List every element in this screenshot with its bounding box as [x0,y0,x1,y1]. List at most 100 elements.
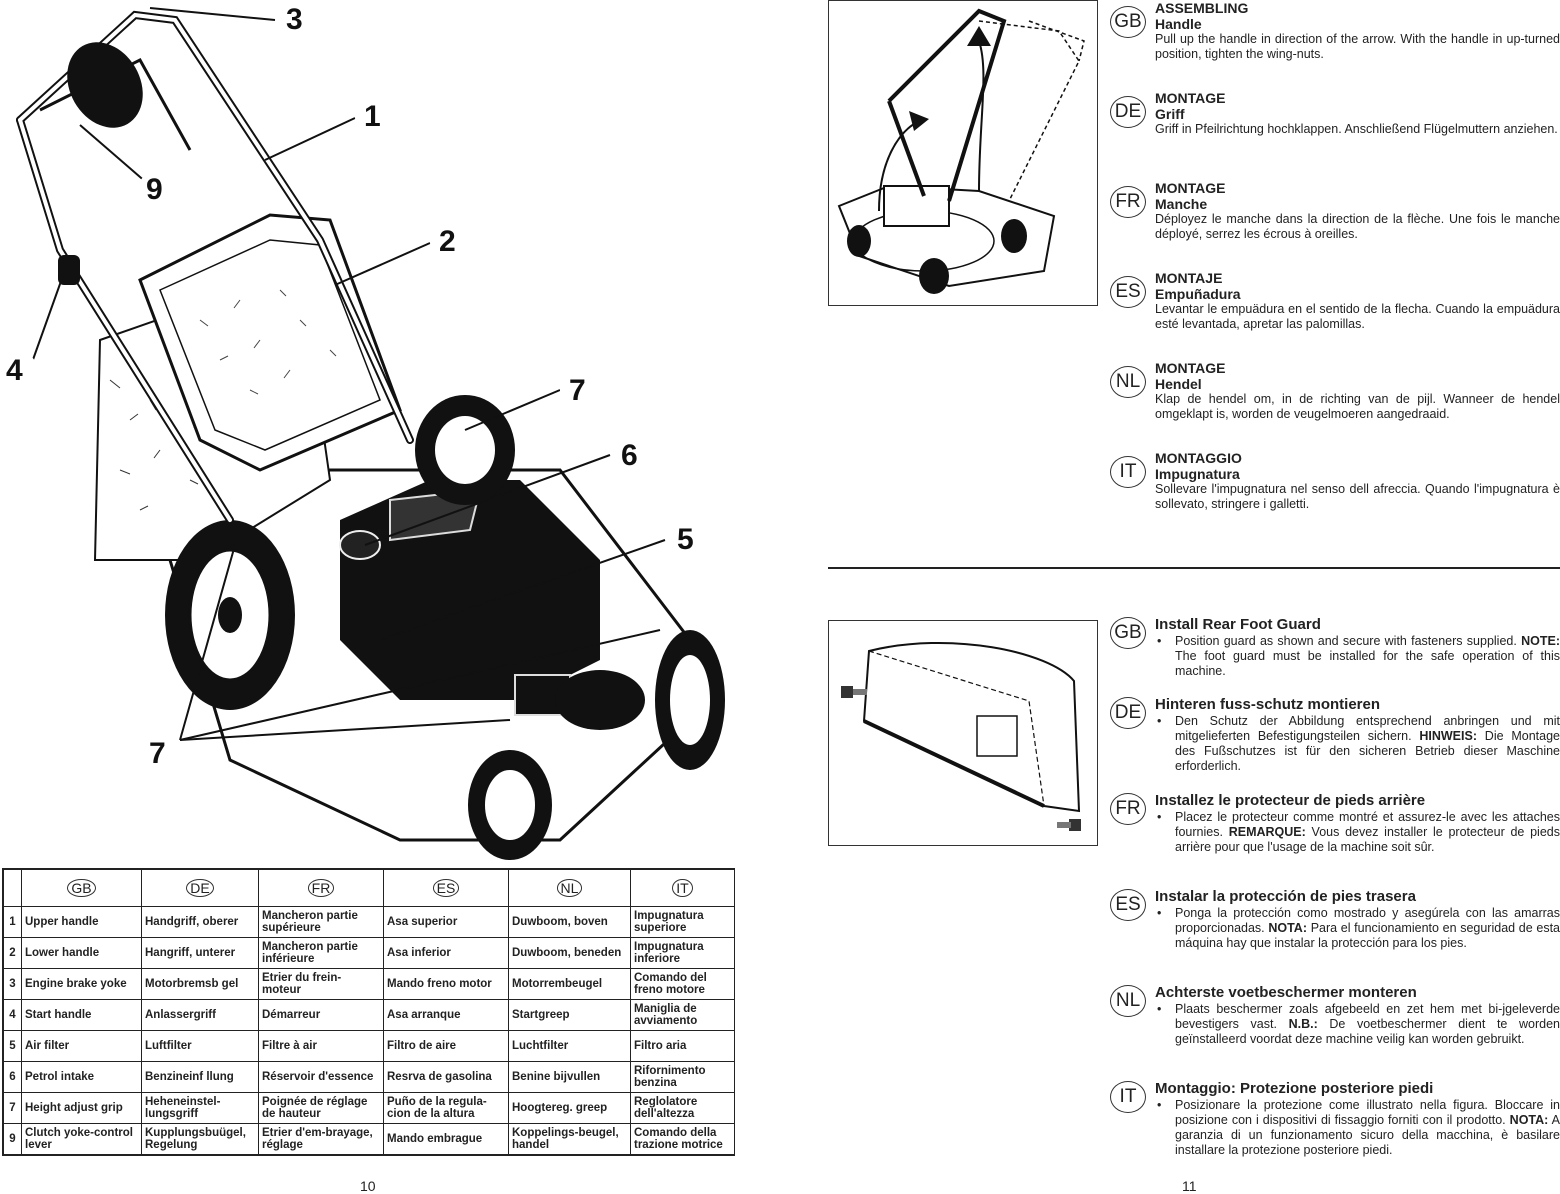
lang-badge: ES [1110,276,1146,308]
callout-4: 4 [6,354,23,387]
table-cell: Comando del freno motore [630,968,735,1000]
foot-guard-drawing [841,641,1081,831]
bolt-left [841,686,867,698]
table-cell: Anlassergriff [141,999,259,1031]
callout-7-bottom: 7 [149,737,166,770]
lang-badge: GB [67,879,96,897]
note-text: Vous devez installer le protecteur de pi… [1175,825,1560,854]
note-label: NOTA: [1268,921,1307,935]
note-text: De voetbeschermer dient te worden geïnst… [1175,1017,1560,1046]
table-cell: Upper handle [21,906,142,938]
instruction-text: Pull up the handle in direction of the a… [1155,32,1560,61]
note-label: NOTE: [1521,634,1560,648]
table-cell: Height adjust grip [21,1092,142,1124]
table-cell: Etrier d'em-brayage, réglage [258,1123,384,1155]
instruction-text: Posizionare la protezione come illustrat… [1175,1098,1560,1127]
section-subheading: Handle [1155,16,1202,32]
table-cell: Air filter [21,1030,142,1062]
table-cell: Filtro de aire [383,1030,509,1062]
handle-assembly-illustration [828,0,1098,306]
table-cell: Motorbremsb gel [141,968,259,1000]
note-label: N.B.: [1288,1017,1318,1031]
lang-badge: IT [672,879,693,897]
lang-badge: GB [1110,6,1146,38]
table-cell: Duwboom, beneden [508,937,631,969]
row-index: 7 [3,1092,22,1124]
lang-badge: NL [1110,366,1146,398]
instruction-text: Position guard as shown and secure with … [1175,634,1517,648]
note-text: Para el funcionamiento en seguridad de e… [1175,921,1560,950]
instruction-bullet: Plaats beschermer zoals afgebeeld en zet… [1155,1002,1560,1047]
callout-2: 2 [439,225,456,258]
table-cell: Asa arranque [383,999,509,1031]
callout-6: 6 [621,439,638,472]
section-heading: Install Rear Foot Guard [1155,616,1321,633]
section-heading: Installez le protecteur de pieds arrière [1155,792,1426,809]
lang-badge: DE [1110,96,1146,128]
table-cell: Comando della trazione motrice [630,1123,735,1155]
lang-badge: ES [432,879,460,897]
table-cell: Resrva de gasolina [383,1061,509,1093]
table-cell: Luftfilter [141,1030,259,1062]
page-number-right: 11 [1182,1178,1197,1194]
table-cell: Koppelings-beugel, handel [508,1123,631,1155]
table-cell: Duwboom, boven [508,906,631,938]
table-cell: Heheneinstel-lungsgriff [141,1092,259,1124]
callout-5: 5 [677,523,694,556]
table-cell: Mancheron partie supérieure [258,906,384,938]
footguard-block-gb: GB Install Rear Foot GuardPosition guard … [1110,617,1560,679]
rear-left-wheel [165,520,295,710]
lang-badge: IT [1110,1081,1146,1113]
callout-1: 1 [364,100,381,133]
footguard-block-it: IT Montaggio: Protezione posteriore piedi… [1110,1081,1560,1158]
section-heading: Achterste voetbeschermer monteren [1155,984,1417,1001]
section-heading: MONTAGE [1155,360,1226,376]
table-cell: Motorrembeugel [508,968,631,1000]
table-cell: Engine brake yoke [21,968,142,1000]
lang-badge: NL [556,879,583,897]
table-cell: Filtre à air [258,1030,384,1062]
instruction-text: Klap de hendel om, in de richting van de… [1155,392,1560,421]
section-subheading: Griff [1155,106,1185,122]
section-heading: MONTAGE [1155,90,1226,106]
lang-badge: NL [1110,985,1146,1017]
row-index: 6 [3,1061,22,1093]
callout-3: 3 [286,3,303,36]
instruction-text: Levantar le empuädura en el sentido de l… [1155,302,1560,331]
table-cell: Filtro aria [630,1030,735,1062]
table-cell: Asa inferior [383,937,509,969]
row-index: 3 [3,968,22,1000]
instruction-bullet: Placez le protecteur comme montré et ass… [1155,810,1560,855]
section-heading: MONTAGE [1155,180,1226,196]
table-cell: Start handle [21,999,142,1031]
lang-badge: GB [1110,617,1146,649]
table-cell: Clutch yoke-control lever [21,1123,142,1155]
instruction-bullet: Ponga la protección como mostrado y aseg… [1155,906,1560,951]
lang-badge: FR [307,879,335,897]
instruction-text: Griff in Pfeilrichtung hochklappen. Ansc… [1155,122,1558,136]
table-cell: Etrier du frein-moteur [258,968,384,1000]
handle-assembly-drawing [837,8,1085,294]
lang-badge: DE [186,879,214,897]
table-cell: Handgriff, oberer [141,906,259,938]
table-cell: Mando embrague [383,1123,509,1155]
table-cell: Poignée de réglage de hauteur [258,1092,384,1124]
table-cell: Mando freno motor [383,968,509,1000]
section-heading: MONTAJE [1155,270,1223,286]
lang-badge: FR [1110,186,1146,218]
table-cell: Luchtfilter [508,1030,631,1062]
instruction-bullet: Posizionare la protezione come illustrat… [1155,1098,1560,1158]
section-heading: Montaggio: Protezione posteriore piedi [1155,1080,1434,1097]
